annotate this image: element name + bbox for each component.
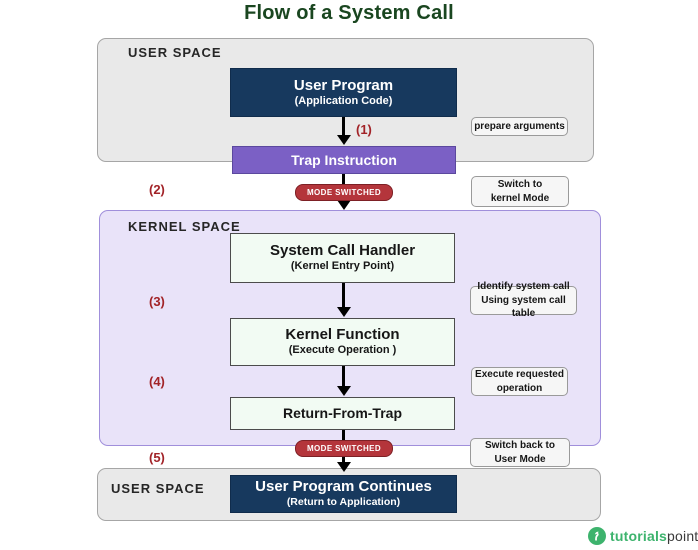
note-identify-syscall: Identify system call Using system call t…: [470, 281, 577, 319]
kernel-space-label: KERNEL SPACE: [128, 219, 241, 234]
user-space-top-label: USER SPACE: [128, 45, 222, 60]
step-2-label: (2): [149, 182, 165, 197]
step-5-label: (5): [149, 450, 165, 465]
logo-text-tutorials: tutorials: [610, 528, 668, 544]
user-space-bottom-label: USER SPACE: [111, 481, 205, 496]
flow-arrow-3-icon: [333, 283, 354, 317]
note-identify-syscall-line1: Identify system call: [477, 281, 570, 293]
note-execute-requested-line2: operation: [496, 382, 543, 394]
page-title: Flow of a System Call: [244, 2, 454, 24]
tutorialspoint-logo-icon: [588, 527, 606, 545]
mode-switched-badge-1: MODE SWITCHED: [295, 184, 393, 201]
system-call-handler-title: System Call Handler: [269, 242, 416, 260]
flow-arrow-4-icon: [333, 366, 354, 396]
note-switch-back-line1: Switch back to: [484, 440, 555, 451]
note-switch-to-kernel: Switch to kernel Mode: [471, 176, 569, 207]
user-program-subtitle: (Application Code): [294, 94, 393, 107]
note-switch-back-line2: User Mode: [494, 453, 546, 465]
flow-arrow-1-icon: [333, 117, 354, 145]
note-switch-back: Switch back to User Mode: [470, 438, 570, 467]
user-program-continues-box: User Program Continues (Return to Applic…: [230, 475, 457, 513]
note-switch-to-kernel-line2: kernel Mode: [490, 192, 550, 204]
kernel-function-title: Kernel Function: [285, 326, 400, 344]
step-4-label: (4): [149, 374, 165, 389]
user-program-title: User Program: [293, 76, 394, 94]
user-program-continues-subtitle: (Return to Application): [286, 496, 401, 509]
note-switch-to-kernel-line1: Switch to: [497, 179, 543, 190]
note-execute-requested-line1: Execute requested: [475, 369, 564, 380]
note-execute-requested: Execute requested operation: [471, 367, 568, 396]
system-call-handler-subtitle: (Kernel Entry Point): [290, 260, 395, 273]
user-program-box: User Program (Application Code): [230, 68, 457, 117]
user-program-continues-title: User Program Continues: [255, 478, 432, 496]
tutorialspoint-logo: tutorialspoint: [588, 527, 698, 545]
note-prepare-arguments-text: prepare arguments: [474, 120, 565, 132]
step-1-label: (1): [356, 122, 372, 137]
kernel-function-subtitle: (Execute Operation ): [288, 344, 397, 357]
kernel-function-box: Kernel Function (Execute Operation ): [230, 318, 455, 366]
mode-switched-badge-2: MODE SWITCHED: [295, 440, 393, 457]
note-identify-syscall-line2: Using system call table: [481, 294, 566, 320]
logo-text-point: point: [667, 528, 698, 544]
note-prepare-arguments: prepare arguments: [471, 117, 568, 136]
step-3-label: (3): [149, 294, 165, 309]
trap-instruction-title: Trap Instruction: [291, 151, 397, 168]
return-from-trap-box: Return-From-Trap: [230, 397, 455, 430]
trap-instruction-box: Trap Instruction: [232, 146, 456, 174]
system-call-handler-box: System Call Handler (Kernel Entry Point): [230, 233, 455, 283]
return-from-trap-title: Return-From-Trap: [283, 405, 402, 422]
